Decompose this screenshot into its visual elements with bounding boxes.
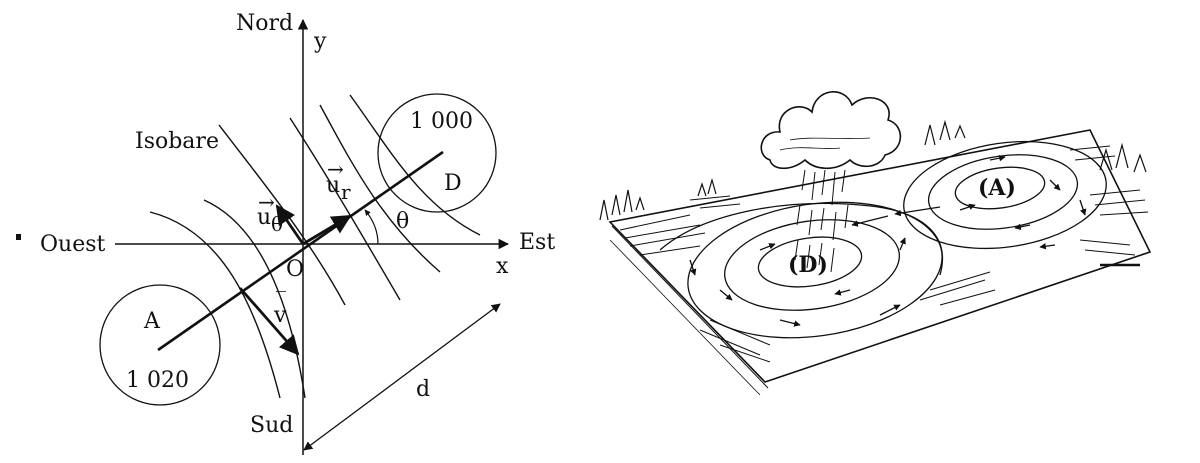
svg-text:‾: ‾ <box>276 287 286 311</box>
marker-dot <box>16 234 21 240</box>
isobar-curve <box>203 199 306 399</box>
rain <box>794 169 849 273</box>
isobar-curve <box>289 117 401 301</box>
svg-text:r: r <box>341 180 351 204</box>
label-x-axis: x <box>496 254 509 279</box>
unit-vector-utheta <box>275 204 305 245</box>
label-pressure-1000: 1 000 <box>410 109 473 134</box>
label-north: Nord <box>236 11 293 36</box>
svg-text:→: → <box>258 190 275 214</box>
label-south: Sud <box>250 413 293 438</box>
isobar-curve <box>349 94 481 236</box>
distance-arrow <box>303 303 501 451</box>
label-v: ‾ v <box>273 287 287 328</box>
label-theta: θ <box>396 209 409 234</box>
cloud-shading <box>779 137 871 151</box>
unit-vector-ur <box>302 214 352 246</box>
weather-illustration: (A) (D) <box>599 90 1152 396</box>
label-utheta: → u θ <box>257 190 283 236</box>
trees <box>599 119 1147 221</box>
label-isobar: Isobare <box>135 129 219 154</box>
label-high-a: A <box>143 309 161 334</box>
label-east: Est <box>519 230 555 255</box>
wind-arrows <box>689 154 1140 327</box>
label-low-d: D <box>444 171 462 196</box>
label-west: Ouest <box>40 232 106 257</box>
velocity-vector <box>238 287 300 356</box>
label-origin: O <box>286 257 304 282</box>
svg-text:→: → <box>327 157 344 181</box>
label-low-center: (D) <box>788 252 828 278</box>
ground-edge <box>609 239 761 396</box>
svg-text:v: v <box>273 303 287 328</box>
label-pressure-1020: 1 020 <box>126 368 189 393</box>
high-pressure-circle <box>99 284 221 406</box>
label-y-axis: y <box>313 29 327 54</box>
label-ur: → u r <box>326 157 351 204</box>
isobar-diagram: Nord y Ouest Est x O Sud Isobare A 1 020… <box>16 11 555 455</box>
line-a-to-d <box>157 150 444 352</box>
ground-plane <box>608 129 1152 383</box>
svg-text:θ: θ <box>271 212 283 236</box>
angle-arc <box>364 209 379 245</box>
isobar-curve <box>319 104 441 273</box>
cloud <box>760 90 902 170</box>
label-distance: d <box>416 377 430 402</box>
high-pressure-spiral <box>903 140 1107 250</box>
svg-text:u: u <box>257 205 271 230</box>
label-high-center: (A) <box>978 175 1016 201</box>
ground-edge <box>611 225 769 389</box>
isobar-curve <box>149 211 281 399</box>
svg-text:u: u <box>326 173 340 198</box>
low-pressure-circle <box>377 93 497 213</box>
